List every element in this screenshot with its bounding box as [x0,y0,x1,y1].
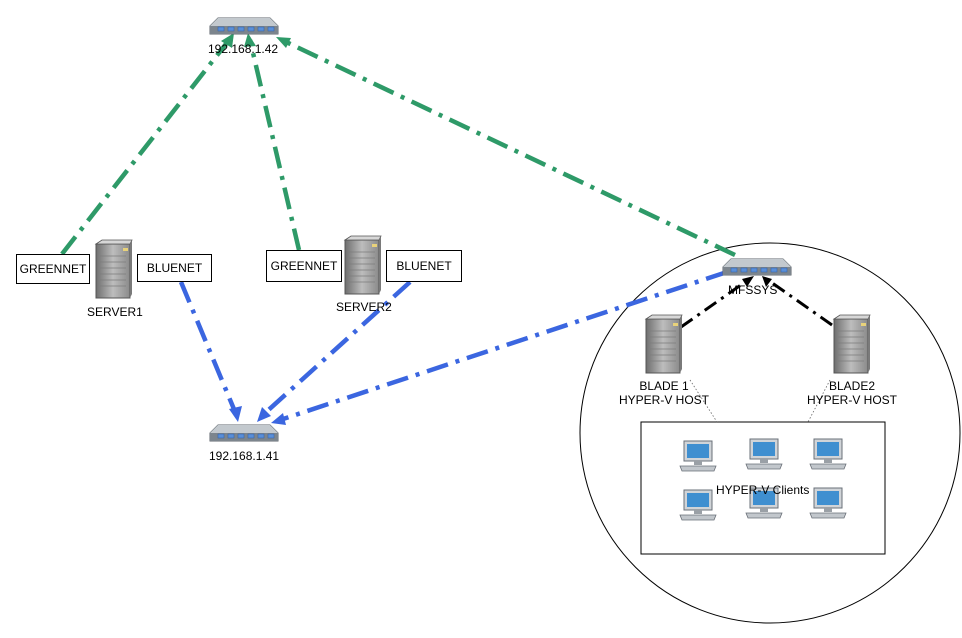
switch-top-icon [209,17,279,35]
client-icon-6 [809,487,847,519]
hyperv-enclosure-circle [579,242,961,624]
switch-bottom-icon [209,424,279,442]
blue-arrowhead-2 [257,407,271,422]
green-link-mfssys [281,37,736,258]
server2-label: SERVER2 [336,300,392,314]
client-icon-1 [679,440,717,472]
blade1-label-line2: HYPER-V HOST [618,393,709,407]
black-arrowhead-2 [762,276,772,287]
blue-link-server1 [178,281,239,415]
blade2-label-line2: HYPER-V HOST [806,393,897,407]
black-arrowhead-1 [742,276,754,287]
hyperv-clients-label: HYPER-V Clients [716,483,810,497]
switch-mfssys-label: MFSSYS [728,283,778,297]
switch-top-label: 192.168.1.42 [208,42,279,56]
switch-bottom-label: 192.168.1.41 [209,449,280,463]
blue-arrowhead-1 [229,406,242,422]
blade2-label: BLADE2 HYPER-V HOST [802,379,902,407]
blade-links [680,278,833,329]
server1-icon [95,239,133,299]
server1-label: SERVER1 [87,305,143,319]
blade2-icon [833,314,871,374]
black-link-blade1 [680,278,749,329]
green-link-server2 [247,39,302,251]
client-icon-2 [745,438,783,470]
client-icon-4 [679,489,717,521]
bluenet-links [178,269,728,423]
switch-mfssys-icon [722,258,792,276]
green-arrowhead-2 [244,33,256,47]
blade1-label: BLADE 1 HYPER-V HOST [614,379,714,407]
server1-greennet-box: GREENNET [16,254,90,284]
blue-link-mfssys [279,269,728,423]
black-link-blade2 [767,278,833,327]
green-link-server1 [60,38,231,256]
black-arrowheads [742,276,772,287]
blade1-icon [645,314,683,374]
server1-bluenet-box: BLUENET [137,254,212,282]
blade2-label-line1: BLADE2 [828,379,876,393]
green-arrowheads [221,33,291,48]
green-arrowhead-3 [276,37,291,48]
green-arrowhead-1 [221,33,234,48]
server2-icon [344,235,382,295]
blue-arrowheads [229,406,286,425]
client-icon-3 [809,438,847,470]
blue-link-server2 [262,280,412,416]
blade1-dotted-link [689,379,718,423]
blade1-label-line1: BLADE 1 [639,379,689,393]
blade2-dotted-link [807,379,831,423]
blue-arrowhead-3 [271,413,286,425]
server2-bluenet-box: BLUENET [386,250,462,282]
greennet-links [60,37,736,258]
server2-greennet-box: GREENNET [266,250,342,282]
